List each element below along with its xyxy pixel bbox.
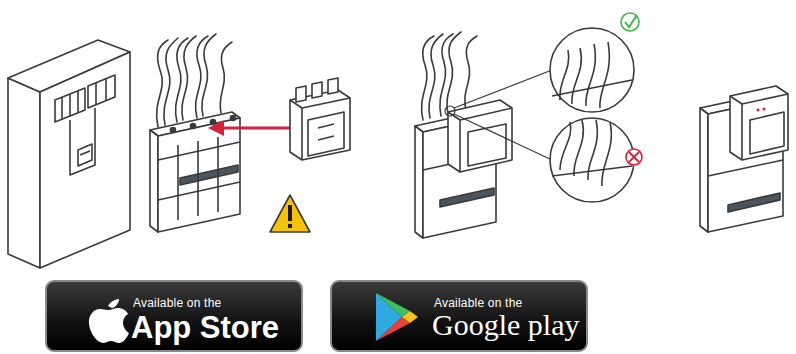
cable-bundle — [447, 32, 461, 114]
leader-line — [445, 70, 552, 160]
cable-bundle — [220, 42, 232, 113]
distribution-panel — [78, 144, 92, 166]
circuit-breaker — [158, 118, 240, 232]
store-badge: Available on theApp Store — [45, 280, 303, 352]
warning-sign — [288, 224, 292, 228]
distribution-panel — [88, 75, 115, 108]
clip-on-module — [318, 136, 334, 140]
installed-breaker — [700, 86, 788, 232]
cable-bundle — [182, 36, 196, 120]
distribution-panel — [8, 78, 40, 268]
installed-breaker — [750, 112, 784, 154]
installed-breaker — [730, 86, 788, 160]
distribution-panel — [8, 40, 130, 268]
warning-sign — [270, 195, 310, 232]
play-logo — [376, 293, 410, 317]
play-logo — [372, 291, 420, 343]
circuit-breaker — [177, 145, 179, 220]
badge-subtitle: Available on the — [434, 296, 522, 310]
installed-breaker — [700, 108, 708, 232]
detail-correct — [550, 13, 639, 112]
circuit-breaker — [231, 116, 236, 121]
installed-breaker — [756, 108, 759, 111]
distribution-panel — [55, 88, 85, 122]
detail-wrong — [626, 149, 642, 165]
distribution-panel — [70, 108, 95, 175]
detail-wrong — [550, 118, 634, 202]
badge-subtitle: Available on the — [133, 296, 221, 310]
installed-breaker — [742, 94, 788, 160]
cable-bundle — [157, 34, 232, 127]
detail-correct — [550, 28, 634, 112]
insertion-arrow — [208, 120, 224, 136]
detail-correct — [625, 15, 637, 27]
detail-wrong — [629, 152, 639, 162]
cable-bundle — [157, 40, 168, 127]
play-logo — [402, 311, 418, 323]
detail-wrong — [550, 118, 642, 202]
circuit-breaker — [197, 141, 199, 216]
cable-bundle — [422, 36, 434, 120]
clip-on-module — [328, 78, 338, 94]
distribution-panel — [69, 94, 71, 116]
installed-breaker — [708, 160, 783, 176]
cable-bundle — [429, 34, 443, 118]
cable-bundle — [440, 34, 453, 116]
clip-on-module — [302, 98, 350, 160]
apple-logo — [89, 299, 129, 343]
warning-sign — [270, 195, 310, 232]
installed-breaker — [730, 96, 742, 104]
circuit-breaker — [150, 130, 158, 232]
detail-wrong — [560, 120, 611, 186]
circuit-breaker — [158, 142, 240, 160]
leader-line — [454, 70, 552, 108]
warning-sign — [288, 205, 292, 221]
distribution-panel — [40, 52, 130, 268]
circuit-breaker — [415, 100, 512, 238]
store-badge: Available on theGoogle play — [330, 280, 588, 352]
circuit-breaker — [191, 124, 196, 129]
distribution-panel — [95, 83, 97, 105]
circuit-breaker — [180, 165, 238, 185]
clip-on-module — [312, 82, 322, 98]
badge-title: Google play — [432, 308, 579, 342]
detail-wrong — [552, 166, 632, 176]
circuit-breaker — [460, 108, 512, 172]
cable-bundle — [202, 34, 216, 116]
circuit-breaker — [440, 188, 494, 207]
leader-line — [454, 114, 552, 160]
play-logo — [376, 317, 410, 341]
distribution-panel — [61, 97, 63, 119]
clip-on-module — [296, 86, 306, 102]
detail-correct — [560, 42, 610, 108]
cable-bundle — [196, 36, 208, 118]
circuit-breaker — [158, 182, 240, 200]
installed-breaker — [728, 193, 780, 212]
detail-correct — [552, 80, 632, 96]
clip-on-module — [318, 124, 334, 128]
circuit-breaker — [448, 100, 512, 172]
apple-logo — [85, 290, 131, 344]
circuit-breaker — [415, 126, 423, 238]
cable-bundle — [465, 36, 477, 110]
circuit-breaker — [171, 128, 176, 133]
installed-breaker — [762, 107, 765, 110]
clip-on-module — [308, 112, 344, 156]
badge-title: App Store — [131, 310, 279, 346]
circuit-breaker — [150, 112, 240, 232]
clip-on-module — [290, 78, 350, 160]
distribution-panel — [77, 91, 79, 113]
circuit-breaker — [211, 120, 216, 125]
circuit-breaker — [217, 137, 219, 212]
leader-line — [445, 106, 455, 116]
detail-correct — [621, 13, 639, 31]
distribution-panel — [80, 151, 90, 155]
distribution-panel — [105, 79, 107, 101]
cable-bundle — [176, 38, 188, 122]
circuit-breaker — [468, 124, 506, 166]
